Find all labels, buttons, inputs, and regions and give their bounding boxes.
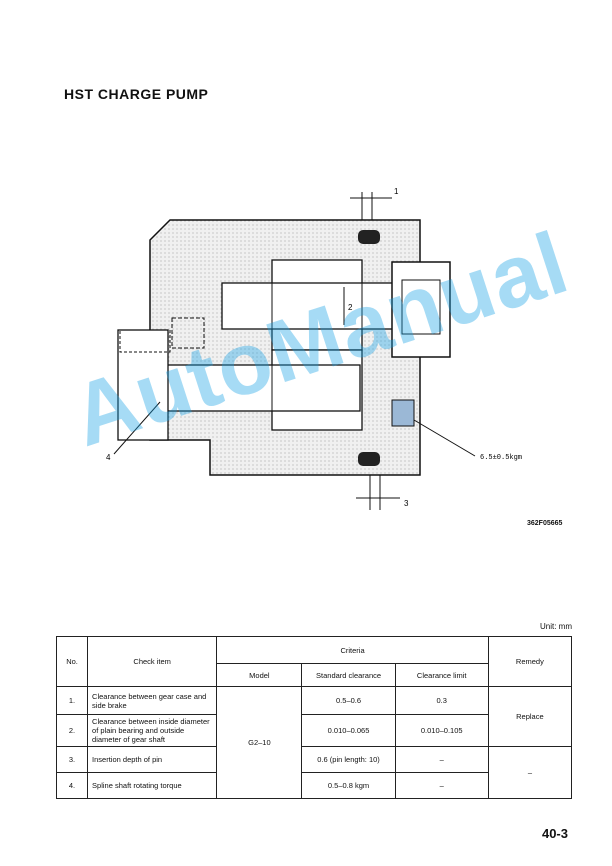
row4-standard: 0.5–0.8 kgm	[301, 772, 396, 799]
page-number: 40-3	[541, 826, 568, 841]
spec-table: No. Check item Criteria Remedy Model Sta…	[55, 636, 573, 799]
row3-no: 3.	[55, 746, 89, 773]
figure-code: 362F05665	[527, 520, 563, 527]
unit-label: Unit: mm	[540, 622, 572, 631]
page-title: HST CHARGE PUMP	[64, 86, 209, 102]
subheader-standard: Standard clearance	[301, 663, 396, 687]
subheader-limit: Clearance limit	[394, 663, 489, 687]
plug-bottom	[358, 452, 380, 466]
remedy-replace: Replace	[487, 686, 573, 747]
spline-coupling	[117, 329, 169, 441]
row3-item: Insertion depth of pin	[87, 746, 218, 773]
model-value: G2–10	[216, 686, 303, 799]
row1-limit: 0.3	[394, 686, 489, 715]
row2-no: 2.	[55, 714, 89, 747]
row1-item: Clearance between gear case and side bra…	[87, 686, 218, 715]
row4-item: Spline shaft rotating torque	[87, 772, 218, 799]
row2-limit: 0.010–0.105	[394, 714, 489, 747]
header-no: No.	[55, 636, 89, 687]
row1-standard: 0.5–0.6	[301, 686, 396, 715]
callout-2: 2	[348, 303, 353, 312]
callout-4: 4	[106, 453, 111, 462]
row2-standard: 0.010–0.065	[301, 714, 396, 747]
header-criteria: Criteria	[216, 636, 489, 664]
callout-1: 1	[394, 187, 399, 196]
subheader-model: Model	[216, 663, 303, 687]
plug-top	[358, 230, 380, 244]
row4-limit: –	[394, 772, 489, 799]
upper-gear-shaft	[221, 282, 403, 330]
pin	[171, 317, 205, 349]
torque-label: 6.5±0.5kgm	[480, 454, 522, 462]
callout-3: 3	[404, 499, 409, 508]
right-coupling	[391, 261, 451, 358]
row4-no: 4.	[55, 772, 89, 799]
row2-item: Clearance between inside diameter of pla…	[87, 714, 218, 747]
row1-no: 1.	[55, 686, 89, 715]
header-remedy: Remedy	[487, 636, 573, 687]
row3-standard: 0.6 (pin length: 10)	[301, 746, 396, 773]
header-check-item: Check item	[87, 636, 218, 687]
charge-pump-diagram: 6.5±0.5kgm 1 2 3 4	[106, 187, 522, 510]
lower-gear-shaft	[159, 364, 361, 412]
drain-plug	[391, 399, 415, 427]
row3-limit: –	[394, 746, 489, 773]
remedy-dash: –	[487, 746, 573, 799]
